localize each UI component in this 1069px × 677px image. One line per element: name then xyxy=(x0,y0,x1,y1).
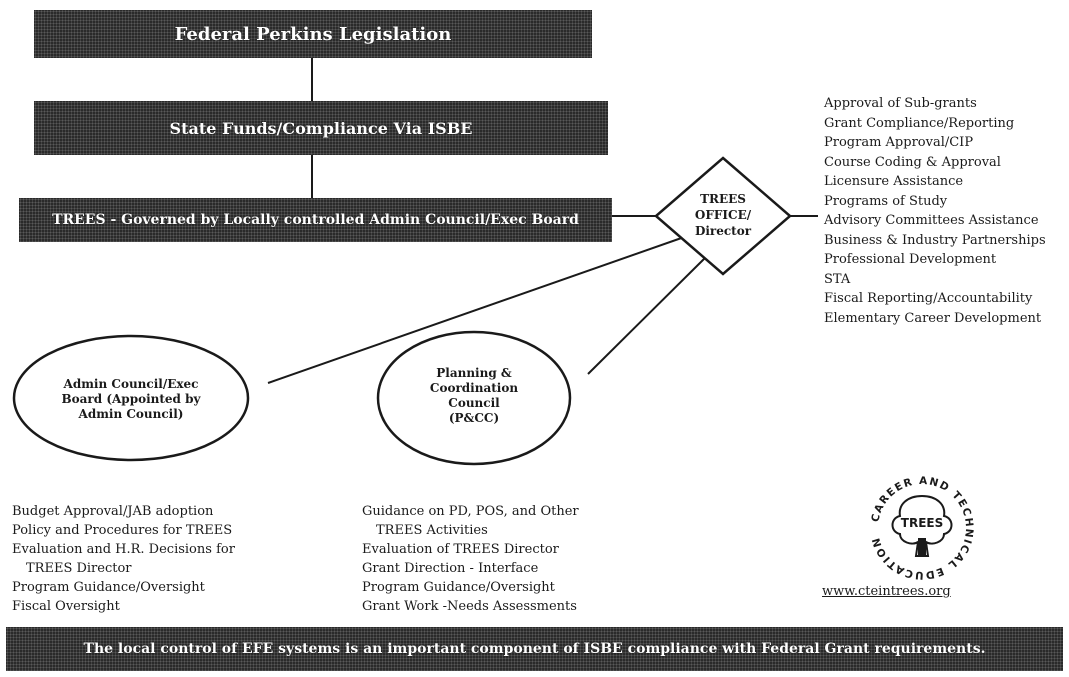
admin-council-line2: Board (Appointed by xyxy=(61,392,201,406)
pcc-duties-list: Guidance on PD, POS, and Other TREES Act… xyxy=(362,502,579,616)
admin-duty-item: Evaluation and H.R. Decisions for xyxy=(12,542,235,557)
logo-center-text: TREES xyxy=(901,516,943,530)
admin-council-line3: Admin Council) xyxy=(78,407,184,421)
trees-governed-label: TREES - Governed by Locally controlled A… xyxy=(52,212,579,228)
office-duty-item: Grant Compliance/Reporting xyxy=(824,115,1015,131)
office-duty-item: Course Coding & Approval xyxy=(824,154,1001,170)
admin-council-line1: Admin Council/Exec xyxy=(63,377,199,391)
pcc-line1: Planning & xyxy=(436,366,512,380)
admin-duty-item: TREES Director xyxy=(26,561,132,576)
pcc-label: Planning & Coordination Council (P&CC) xyxy=(404,366,544,426)
admin-council-ellipse xyxy=(12,334,250,462)
pcc-duty-item: Grant Direction - Interface xyxy=(362,561,539,576)
admin-duty-item: Program Guidance/Oversight xyxy=(12,580,205,595)
trees-logo: CAREER AND TECHNICAL EDUCATION TREES xyxy=(869,475,973,581)
pcc-line4: (P&CC) xyxy=(448,411,500,425)
office-duty-item: Programs of Study xyxy=(824,193,948,209)
office-duty-item: Fiscal Reporting/Accountability xyxy=(824,291,1033,306)
trees-office-line2: OFFICE/ xyxy=(694,208,752,222)
state-funds-label: State Funds/Compliance Via ISBE xyxy=(169,118,473,138)
office-duty-item: Licensure Assistance xyxy=(824,174,964,189)
pcc-duty-item: Evaluation of TREES Director xyxy=(362,542,559,557)
office-duty-item: Business & Industry Partnerships xyxy=(824,232,1046,248)
pcc-duty-item: TREES Activities xyxy=(376,523,488,538)
pcc-line2: Coordination xyxy=(429,381,519,395)
trees-office-line3: Director xyxy=(694,224,752,238)
admin-duty-item: Policy and Procedures for TREES xyxy=(12,523,233,538)
admin-duties-list: Budget Approval/JAB adoption Policy and … xyxy=(12,502,235,616)
tree-icon xyxy=(891,494,953,557)
connector-diamond-pcc xyxy=(587,254,709,375)
pcc-duty-item: Program Guidance/Oversight xyxy=(362,580,555,595)
website-link[interactable]: www.cteintrees.org xyxy=(822,584,951,599)
admin-duty-item: Fiscal Oversight xyxy=(12,599,120,614)
trees-office-label: TREES OFFICE/ Director xyxy=(673,191,773,239)
state-funds-box: State Funds/Compliance Via ISBE xyxy=(34,101,608,155)
footer-banner: The local control of EFE systems is an i… xyxy=(6,627,1063,671)
pcc-duty-item: Guidance on PD, POS, and Other xyxy=(362,504,579,519)
office-duty-item: Approval of Sub-grants xyxy=(824,96,977,111)
trees-governed-box: TREES - Governed by Locally controlled A… xyxy=(19,198,612,242)
office-duty-item: STA xyxy=(824,271,851,287)
trees-office-diamond xyxy=(654,156,792,276)
federal-perkins-label: Federal Perkins Legislation xyxy=(174,23,452,45)
trees-office-line1: TREES xyxy=(700,192,746,206)
pcc-ellipse xyxy=(376,330,572,466)
federal-perkins-box: Federal Perkins Legislation xyxy=(34,10,592,58)
pcc-line3: Council xyxy=(448,396,500,410)
pcc-duty-item: Grant Work -Needs Assessments xyxy=(362,599,577,614)
office-duties-list: Approval of Sub-grants Grant Compliance/… xyxy=(824,94,1046,328)
office-duty-item: Program Approval/CIP xyxy=(824,135,974,150)
admin-duty-item: Budget Approval/JAB adoption xyxy=(12,504,214,519)
footer-banner-text: The local control of EFE systems is an i… xyxy=(83,641,986,657)
connector-diamond-admin xyxy=(267,234,691,384)
office-duty-item: Elementary Career Development xyxy=(824,310,1042,326)
office-duty-item: Advisory Committees Assistance xyxy=(824,213,1039,228)
office-duty-item: Professional Development xyxy=(824,252,997,267)
admin-council-label: Admin Council/Exec Board (Appointed by A… xyxy=(41,377,221,422)
